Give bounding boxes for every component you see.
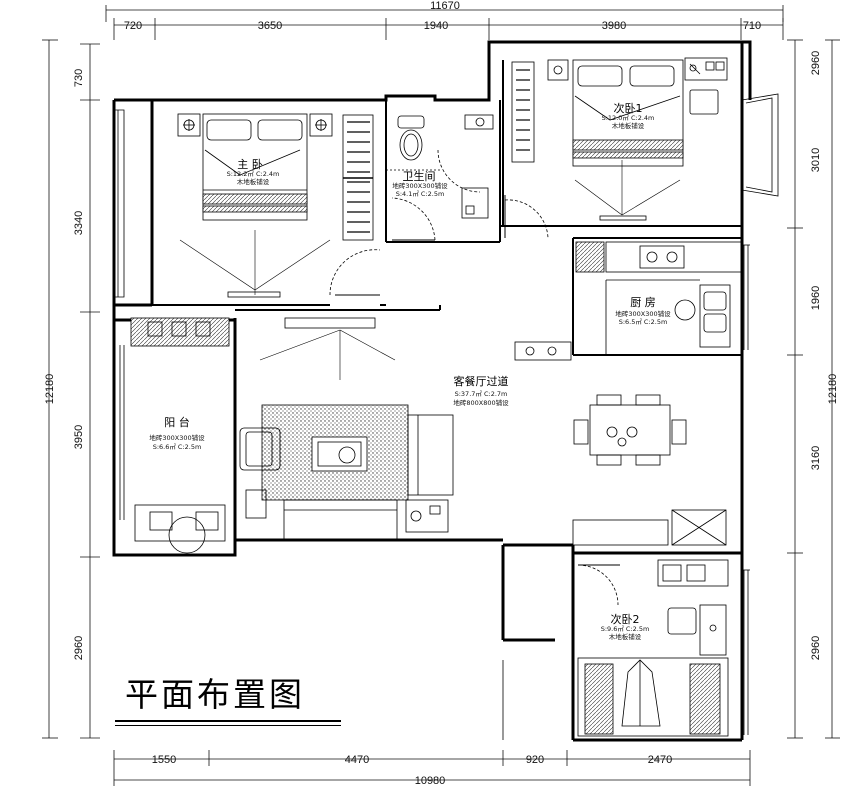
dim-bottom-4: 2470 (648, 754, 672, 766)
room-label-bedroom1: 次卧1 (614, 101, 643, 115)
room-area-living: S:37.7㎡ C:2.7m (455, 389, 508, 398)
dim-left-total: 12180 (44, 374, 56, 405)
dim-left-1: 730 (73, 69, 85, 87)
room-area-balcony: S:6.6㎡ C:2.5m (153, 442, 202, 451)
dim-right-2: 3010 (810, 148, 822, 172)
dim-left-2: 3340 (73, 211, 85, 235)
kitchen-fixtures (514, 241, 743, 361)
left-dimension-line (42, 39, 100, 739)
living-furniture (239, 317, 727, 546)
dim-bottom-1: 1550 (152, 754, 176, 766)
dim-top-1: 720 (124, 20, 142, 32)
bedroom1-furniture (511, 57, 728, 221)
bathroom-fixtures (386, 114, 494, 219)
dim-bottom-2: 4470 (345, 754, 369, 766)
bedroom2-furniture (577, 559, 729, 737)
room-floor-master-bedroom: 木地板铺设 (237, 177, 270, 186)
room-floor-bathroom: 地砖300X300铺设 (392, 181, 448, 190)
master-bedroom-furniture (177, 113, 374, 298)
door-leaves (335, 195, 620, 566)
dim-right-4: 3160 (810, 446, 822, 470)
dim-right-3: 1960 (810, 286, 822, 310)
room-area-bedroom2: S:9.6㎡ C:2.5m (601, 624, 650, 633)
room-label-balcony: 阳 台 (164, 415, 190, 429)
balcony-fixtures (130, 317, 230, 554)
top-dimension-line (105, 5, 784, 40)
room-area-master-bedroom: S:12.2㎡ C:2.4m (227, 169, 280, 178)
dim-bottom-total: 10980 (415, 775, 446, 787)
interior-walls (152, 60, 742, 356)
room-floor-balcony: 地砖300X300铺设 (149, 433, 205, 442)
right-dimension-line (787, 39, 840, 739)
dim-right-1: 2960 (810, 51, 822, 75)
doors (329, 149, 619, 606)
dim-left-4: 2960 (73, 636, 85, 660)
room-label-bathroom: 卫生间 (403, 169, 436, 183)
room-floor-bedroom1: 木地板铺设 (612, 121, 645, 130)
dim-top-2: 3650 (258, 20, 282, 32)
dim-top-4: 3980 (602, 20, 626, 32)
room-label-kitchen: 厨 房 (630, 296, 656, 309)
room-area-bathroom: S:4.1㎡ C:2.5m (396, 189, 445, 198)
windows (114, 93, 779, 740)
dim-top-5: 710 (743, 20, 761, 32)
room-floor-bedroom2: 木地板铺设 (609, 632, 642, 641)
walls (112, 40, 752, 742)
title-underline (115, 720, 341, 722)
room-label-living: 客餐厅过道 (454, 374, 509, 388)
room-label-master-bedroom: 主 卧 (237, 158, 263, 171)
page-title: 平面布置图 (125, 675, 305, 714)
dim-top-3: 1940 (424, 20, 448, 32)
room-area-bedroom1: S:12.0㎡ C:2.4m (602, 113, 655, 122)
dim-top-total: 11670 (430, 0, 460, 12)
room-area-kitchen: S:6.5㎡ C:2.5m (619, 317, 668, 326)
bottom-dimension-line (113, 750, 751, 786)
dim-bottom-3: 920 (526, 754, 544, 766)
dim-right-5: 2960 (810, 636, 822, 660)
dim-right-total: 12180 (827, 374, 839, 405)
room-label-bedroom2: 次卧2 (611, 612, 640, 626)
room-floor-living: 地砖800X800铺设 (453, 398, 509, 407)
dim-left-3: 3950 (73, 425, 85, 449)
title-underline-thin (115, 725, 341, 726)
room-floor-kitchen: 地砖300X300铺设 (615, 309, 671, 318)
